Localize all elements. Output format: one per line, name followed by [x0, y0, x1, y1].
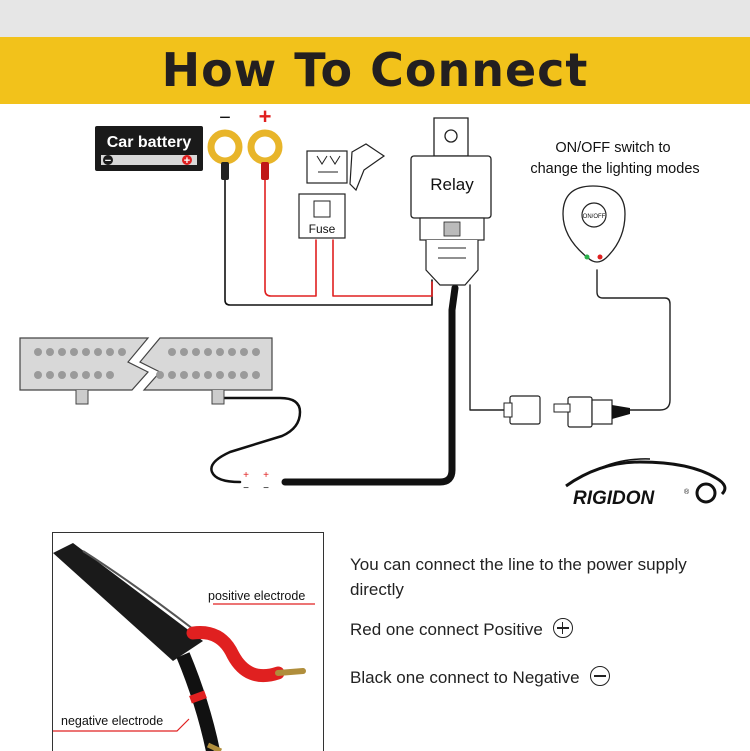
plug-neg-left: − — [243, 483, 249, 494]
instruction-red: Red one connect Positive — [350, 618, 573, 640]
brand-mark: ® — [684, 488, 690, 496]
positive-ring-terminal: + — [247, 104, 283, 180]
main-harness-cable — [281, 284, 459, 486]
red-wire-battery-to-fuse — [264, 179, 317, 297]
negative-ring-terminal: − — [207, 107, 243, 180]
switch-area: ON/OFF switch to change the lighting mod… — [530, 140, 700, 263]
cable-closeup-panel: positive electrode negative electrode — [52, 532, 324, 751]
positive-symbol: + — [259, 104, 272, 129]
light-bar-plug: + − + − — [243, 470, 269, 494]
connector-male — [553, 396, 630, 428]
brand-logo: RIGIDON ® — [565, 458, 727, 509]
battery-negative-icon — [103, 155, 113, 165]
black-wire-battery-to-relay — [224, 179, 433, 306]
onoff-button-label: ON/OFF — [583, 214, 606, 220]
fuse-holder: Fuse — [298, 143, 386, 239]
switch-caption-line2: change the lighting modes — [530, 161, 699, 177]
fuse-blade-icon — [306, 150, 348, 184]
battery-level-strip — [101, 155, 197, 165]
led-light-bar — [19, 337, 273, 405]
negative-symbol: − — [219, 107, 231, 129]
brand-name: RIGIDON — [573, 488, 656, 509]
plug-neg-right: − — [263, 483, 269, 494]
red-wire-closeup — [186, 625, 285, 683]
onoff-button[interactable] — [581, 202, 607, 228]
relay-label: Relay — [430, 175, 474, 194]
relay: Relay — [410, 117, 492, 286]
instruction-direct: You can connect the line to the power su… — [350, 555, 687, 599]
plug-pos-left: + — [243, 470, 249, 481]
fuse-label: Fuse — [309, 222, 336, 236]
top-strip — [0, 0, 750, 37]
black-wire-closeup — [176, 652, 220, 751]
instruction-red-text: Red one connect Positive — [350, 620, 543, 639]
plug-pos-right: + — [263, 470, 269, 481]
battery-pos-sign: + — [184, 155, 190, 167]
battery-positive-icon — [182, 155, 192, 165]
battery-neg-sign: − — [105, 155, 111, 167]
red-indicator-icon — [597, 254, 603, 260]
page-title: How To Connect — [161, 43, 589, 97]
wire-relay-to-switch-connector — [469, 284, 509, 411]
cable-closeup-image: positive electrode negative electrode — [53, 543, 315, 751]
fuse-cover-icon — [349, 143, 386, 192]
red-wire-fuse-to-relay — [332, 239, 433, 297]
green-indicator-icon — [584, 254, 590, 260]
negative-electrode-label: negative electrode — [61, 714, 163, 728]
minus-circle-icon — [589, 666, 610, 686]
instruction-black: Black one connect to Negative — [350, 666, 610, 688]
switch-caption-line1: ON/OFF switch to — [555, 140, 670, 156]
car-battery: Car battery − + — [95, 126, 203, 171]
connector-female — [503, 395, 541, 425]
light-bar-cable — [210, 396, 302, 484]
plus-circle-icon — [552, 618, 573, 638]
instruction-black-text: Black one connect to Negative — [350, 668, 580, 687]
title-banner: How To Connect — [0, 37, 750, 104]
fuse-body — [298, 193, 346, 239]
positive-electrode-label: positive electrode — [208, 589, 305, 603]
switch-cable — [596, 269, 671, 411]
battery-label: Car battery — [107, 134, 192, 151]
